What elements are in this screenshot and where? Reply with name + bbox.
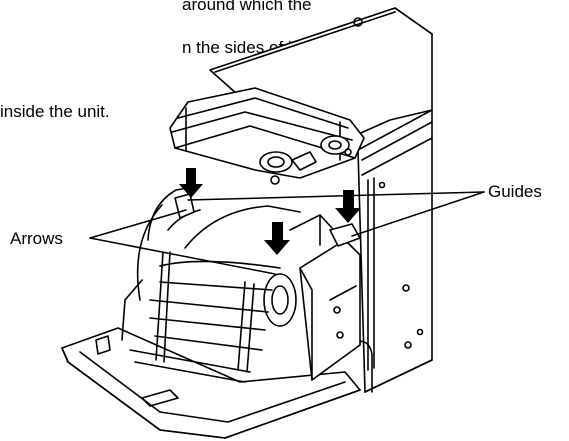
down-arrow-icon bbox=[264, 222, 290, 255]
callout-leader-lines bbox=[89, 191, 485, 275]
instruction-line-3: inside the unit. bbox=[0, 102, 110, 121]
unit-interior bbox=[121, 185, 361, 383]
down-arrow-icon bbox=[179, 168, 203, 198]
front-cover bbox=[61, 327, 361, 439]
guides-label: Guides bbox=[488, 182, 542, 201]
instruction-line-1: around which the bbox=[182, 0, 312, 14]
ink-ribbon-cassette bbox=[169, 87, 365, 185]
down-arrow-icons bbox=[179, 168, 361, 255]
down-arrow-icon bbox=[335, 190, 361, 223]
arrows-label: Arrows bbox=[10, 229, 63, 248]
